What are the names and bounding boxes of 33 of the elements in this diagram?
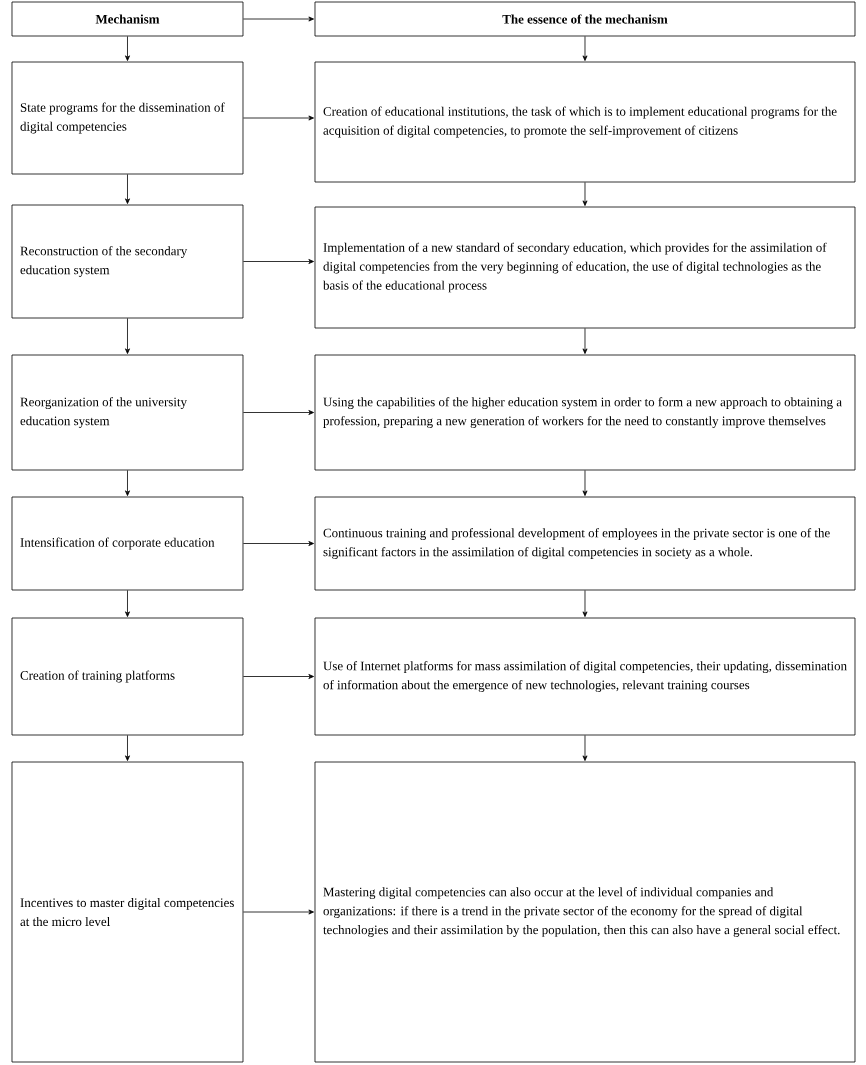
arrow [125, 470, 130, 496]
header-box: Mechanism [11, 1, 244, 37]
arrow [125, 590, 130, 617]
arrow [582, 470, 588, 496]
header-box: The essence of the mechanism [314, 1, 856, 37]
description-box: Use of Internet platforms for mass assimilation of digital competencies, their updating, dissemination of information about the emergence of new technologies, relevant training courses [314, 617, 856, 736]
arrow [125, 318, 130, 354]
arrow [582, 735, 588, 761]
mechanism-box: Incentives to master digital competencies at the micro level [11, 761, 244, 1063]
mechanism-box: Reorganization of the university education system [11, 354, 244, 471]
description-box: Mastering digital competencies can also occur at the level of individual companies and organizations: if there is a trend in the private sector of the economy for the spread of digital technologies and their assimilation by the population, then this can also have a general social effect. [314, 761, 856, 1063]
description-box: Implementation of a new standard of secondary education, which provides for the assimilation of digital competencies from the very beginning of education, the use of digital technologies as the basis of the educational process [314, 206, 856, 329]
arrow [125, 36, 130, 61]
mechanism-box: Creation of training platforms [11, 617, 244, 736]
mechanism-box: State programs for the dissemination of digital competencies [11, 61, 244, 175]
arrow [582, 182, 588, 206]
mechanism-box: Intensification of corporate education [11, 496, 244, 591]
description-box: Using the capabilities of the higher education system in order to form a new approach to obtaining a profession, preparing a new generation of workers for the need to constantly improve themselves [314, 354, 856, 471]
arrow [243, 115, 314, 121]
arrow [582, 590, 588, 617]
arrow [125, 735, 130, 761]
arrow [243, 259, 314, 264]
arrow [243, 674, 314, 679]
description-box: Continuous training and professional development of employees in the private sector is one of the significant factors in the assimilation of digital competencies in society as a whole. [314, 496, 856, 591]
arrow [125, 174, 130, 204]
arrow [243, 909, 314, 915]
arrow [243, 541, 314, 546]
arrow [243, 410, 314, 415]
description-box: Creation of educational institutions, the task of which is to implement educational programs for the acquisition of digital competencies, to promote the self-improvement of citizens [314, 61, 856, 183]
arrow [582, 328, 588, 354]
arrow [582, 36, 588, 61]
mechanism-box: Reconstruction of the secondary education system [11, 204, 244, 319]
arrow [243, 16, 314, 22]
